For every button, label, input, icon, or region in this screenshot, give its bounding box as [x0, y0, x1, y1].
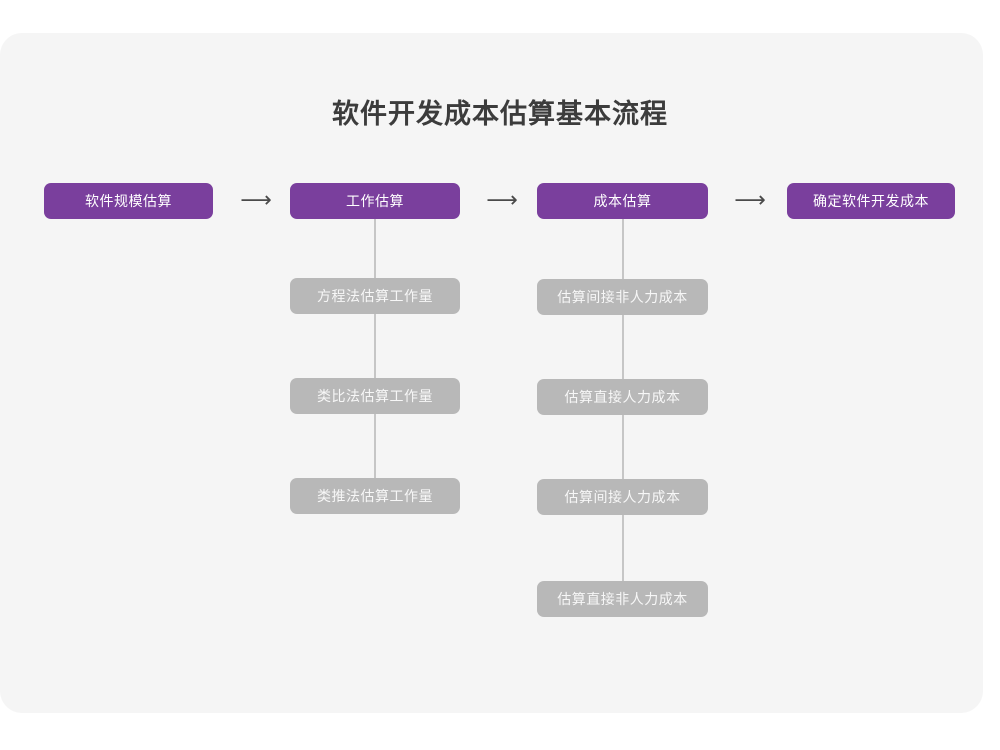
connector-line-step3: [622, 219, 624, 617]
flow-substep-2-1[interactable]: 方程法估算工作量: [290, 278, 460, 314]
page-title: 软件开发成本估算基本流程: [332, 99, 668, 129]
flow-arrow-1: ⟶: [240, 188, 272, 213]
flow-substep-3-3[interactable]: 估算间接人力成本: [537, 479, 708, 515]
connector-line-step2: [374, 219, 376, 514]
flow-substep-2-2[interactable]: 类比法估算工作量: [290, 378, 460, 414]
flow-substep-3-4[interactable]: 估算直接非人力成本: [537, 581, 708, 617]
flow-substep-3-1[interactable]: 估算间接非人力成本: [537, 279, 708, 315]
flow-step-1[interactable]: 软件规模估算: [44, 183, 213, 219]
flow-substep-2-3[interactable]: 类推法估算工作量: [290, 478, 460, 514]
diagram-card: [0, 33, 983, 713]
flow-step-4[interactable]: 确定软件开发成本: [787, 183, 955, 219]
flow-step-3[interactable]: 成本估算: [537, 183, 708, 219]
flow-step-2[interactable]: 工作估算: [290, 183, 460, 219]
flow-substep-3-2[interactable]: 估算直接人力成本: [537, 379, 708, 415]
flow-arrow-3: ⟶: [734, 188, 766, 213]
flow-arrow-2: ⟶: [486, 188, 518, 213]
